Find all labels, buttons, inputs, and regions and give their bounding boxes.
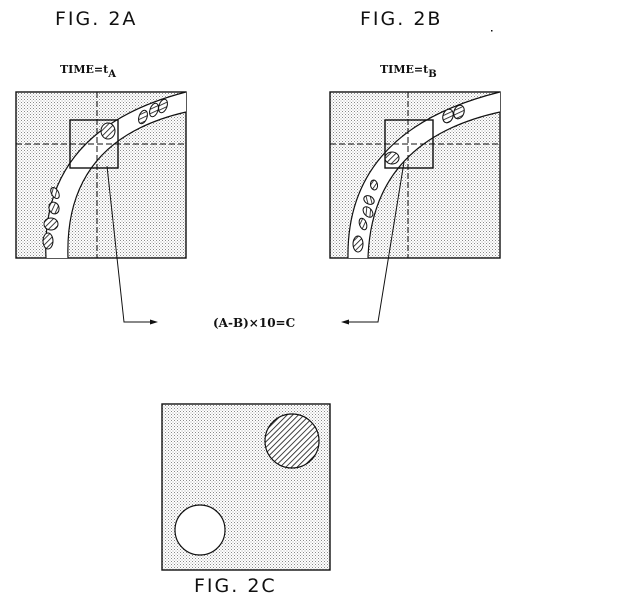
time-label-a-subscript: A xyxy=(108,69,116,80)
fig-2b-roi-box xyxy=(384,119,434,169)
time-label-a-prefix: TIME=t xyxy=(60,63,109,76)
fig-2b-title: FIG. 2B xyxy=(360,8,443,30)
fig-2c-white-region xyxy=(174,504,226,556)
time-label-b-subscript: B xyxy=(428,69,437,80)
time-label-b: TIME=tB xyxy=(380,63,437,80)
time-label-a: TIME=tA xyxy=(60,63,116,80)
fig-2a-image xyxy=(15,91,187,325)
fig-2c-title: FIG. 2C xyxy=(194,575,277,595)
fig-2b-image xyxy=(329,91,501,325)
fig-2b-cells xyxy=(352,104,465,253)
fig-2a-roi-box xyxy=(69,119,119,169)
stray-mark xyxy=(491,30,493,32)
difference-formula: (A-B)×10=C xyxy=(213,316,296,330)
fig-2a-title: FIG. 2A xyxy=(55,8,138,30)
fig-2c-hatched-region xyxy=(264,413,320,469)
time-label-b-prefix: TIME=t xyxy=(380,63,429,76)
fig-2c-title-clip: FIG. 2C xyxy=(150,575,350,595)
fig-2c-image xyxy=(161,403,331,571)
fig-2a-cells xyxy=(42,98,168,250)
fig-2a-channel xyxy=(45,92,187,258)
